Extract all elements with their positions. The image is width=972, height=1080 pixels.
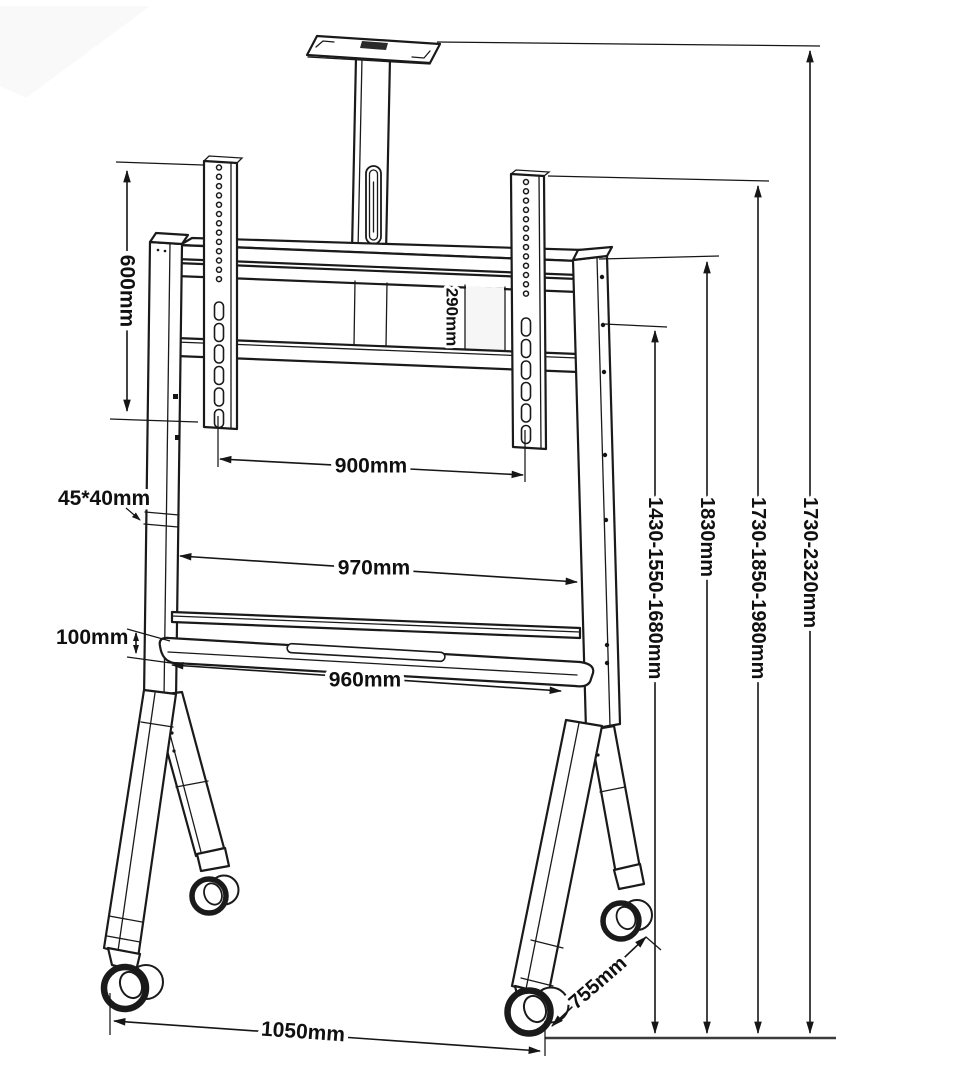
caster-fork bbox=[612, 862, 646, 891]
dim-vesa-height: 600mm bbox=[109, 161, 204, 423]
dim-overall-height: 1730-2320mm bbox=[436, 41, 825, 1035]
caster-fork bbox=[195, 846, 231, 873]
mount-hole bbox=[173, 394, 178, 399]
dim-tv-center-height: 1430-1550-1680mm bbox=[603, 323, 670, 1035]
dim-label-base-width: 1050mm bbox=[260, 1018, 345, 1047]
dim-label-vesa-width: 900mm bbox=[335, 455, 407, 478]
post-joint-line bbox=[144, 511, 180, 516]
dim-bracket-top-height: 1730-1850-1980mm bbox=[547, 175, 773, 1035]
dim-label-shelf-width: 960mm bbox=[329, 669, 401, 692]
dim-inner-width: 970mm bbox=[178, 552, 579, 586]
leg-front-right bbox=[510, 718, 604, 998]
right-post-body bbox=[571, 254, 622, 732]
dim-base-width: 1050mm bbox=[109, 993, 542, 1054]
left-post-cap bbox=[148, 231, 190, 246]
vesa-bracket-left bbox=[202, 155, 244, 431]
dim-label-overall-height: 1730-2320mm bbox=[799, 497, 821, 628]
pole-segment bbox=[385, 282, 388, 348]
vesa-slots-left bbox=[213, 301, 225, 429]
tray-handle-slot bbox=[286, 642, 446, 663]
dim-label-base-depth: 755mm bbox=[565, 952, 631, 1014]
dim-bracket-gap: 290mm bbox=[440, 285, 465, 350]
leg-front-left bbox=[102, 688, 178, 960]
vesa-slots-right bbox=[520, 317, 532, 445]
leg-joint-line bbox=[140, 721, 174, 728]
dim-label-tv-center-height: 1430-1550-1680mm bbox=[644, 497, 666, 679]
dim-label-inner-width: 970mm bbox=[338, 557, 410, 580]
caster-front-left bbox=[100, 946, 164, 1013]
vesa-holes-left bbox=[215, 164, 223, 283]
scan-artifact bbox=[0, 6, 150, 98]
camera-shelf-mount bbox=[305, 34, 442, 255]
leg-joint-line bbox=[106, 935, 141, 943]
ground-line bbox=[544, 1021, 836, 1056]
leg-joint-line bbox=[520, 977, 554, 987]
shelf-rail bbox=[170, 610, 582, 640]
camera-plate-slot bbox=[360, 41, 388, 50]
dim-vesa-width: 900mm bbox=[217, 416, 526, 482]
dim-label-shelf-drop: 100mm bbox=[56, 626, 128, 649]
dim-shelf-width: 960mm bbox=[170, 661, 563, 696]
pole-segment bbox=[353, 280, 356, 346]
post-joint-line bbox=[143, 523, 179, 528]
camera-plate bbox=[305, 34, 442, 65]
leg-joint-line bbox=[175, 780, 209, 788]
left-post-body bbox=[142, 240, 184, 702]
dim-shelf-drop: 100mm bbox=[52, 622, 179, 665]
dim-base-depth: 755mm bbox=[551, 936, 662, 1027]
right-post-cap bbox=[571, 245, 614, 262]
panel-tint bbox=[466, 286, 504, 351]
dim-post-height: 1830mm bbox=[598, 255, 722, 1035]
dim-label-post-height: 1830mm bbox=[696, 497, 718, 577]
dim-post-profile: 45*40mm bbox=[54, 483, 155, 521]
caster-front-right bbox=[504, 984, 570, 1037]
vesa-bracket-right bbox=[509, 169, 551, 451]
right-post bbox=[571, 245, 622, 732]
dim-label-post-profile: 45*40mm bbox=[58, 487, 150, 510]
leg-joint-line bbox=[599, 786, 626, 793]
dim-label-bracket-gap: 290mm bbox=[443, 288, 462, 347]
caster-rear-right bbox=[600, 862, 653, 942]
dim-label-bracket-top-height: 1730-1850-1980mm bbox=[747, 497, 769, 679]
left-post bbox=[142, 231, 190, 702]
caster-rear-left bbox=[189, 846, 240, 916]
dim-label-vesa-height: 600mm bbox=[116, 255, 139, 327]
dimension-annotations: 600mm 290mm 900mm 45*40mm 970mm 100mm bbox=[52, 41, 825, 1054]
leg-joint-line bbox=[108, 915, 143, 923]
vesa-holes-right bbox=[522, 178, 530, 297]
mount-hole bbox=[175, 435, 180, 440]
